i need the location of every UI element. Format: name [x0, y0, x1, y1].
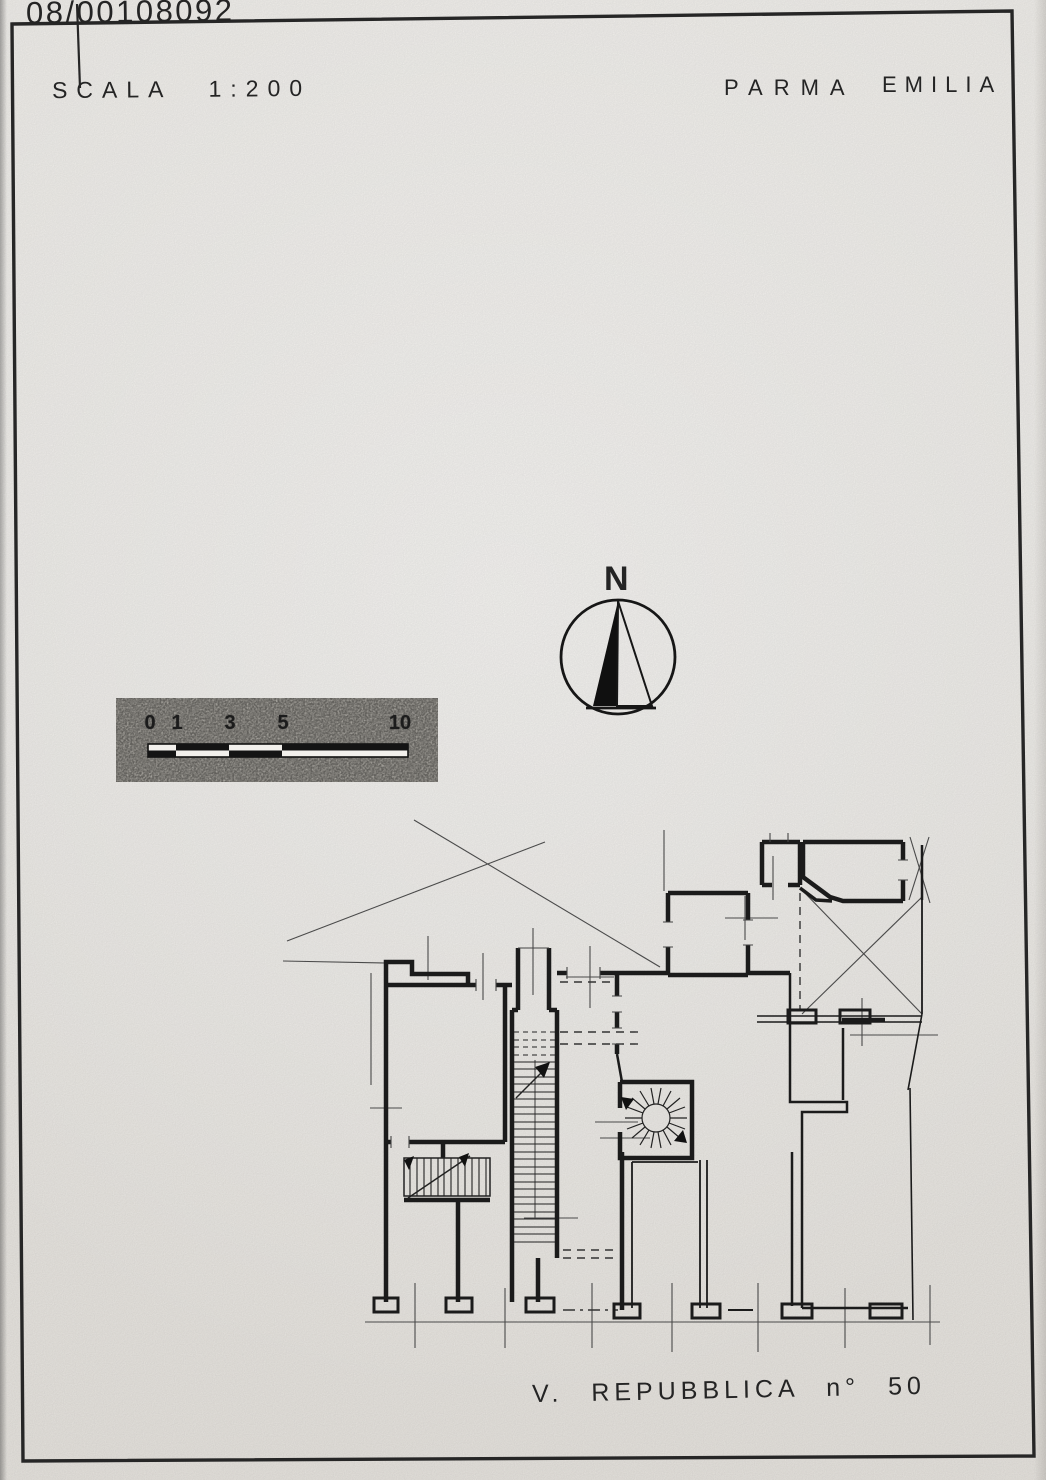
north-arrow-graphic: [559, 598, 677, 716]
region-label: EMILIA: [882, 72, 1003, 97]
scale-tick-10: 10: [388, 712, 412, 734]
page-frame: [10, 3, 1036, 1463]
doc-number: 08/00108092: [25, 0, 235, 31]
spiral-staircase: [621, 1087, 687, 1149]
city-label: PARMA: [724, 75, 856, 100]
scale-tick-0: 0: [144, 712, 156, 734]
scale-label: SCALA 1:200: [51, 74, 312, 104]
projection-lines: [282, 819, 940, 1352]
scale-tick-5: 5: [277, 712, 289, 734]
north-label: N: [604, 560, 629, 598]
main-staircase: [514, 1031, 555, 1243]
window-ticks: [390, 833, 908, 1148]
walls-medium: [631, 845, 924, 1321]
scale-tick-1: 1: [171, 712, 183, 734]
small-staircase: [403, 1153, 491, 1199]
scale-tick-3: 3: [224, 712, 236, 734]
floor-plan: [282, 819, 940, 1352]
scale-bar-graphic: [116, 698, 438, 782]
wall-feet: [372, 1008, 904, 1320]
walls-thick: [383, 839, 906, 1310]
dashed-lines: [560, 893, 801, 1311]
